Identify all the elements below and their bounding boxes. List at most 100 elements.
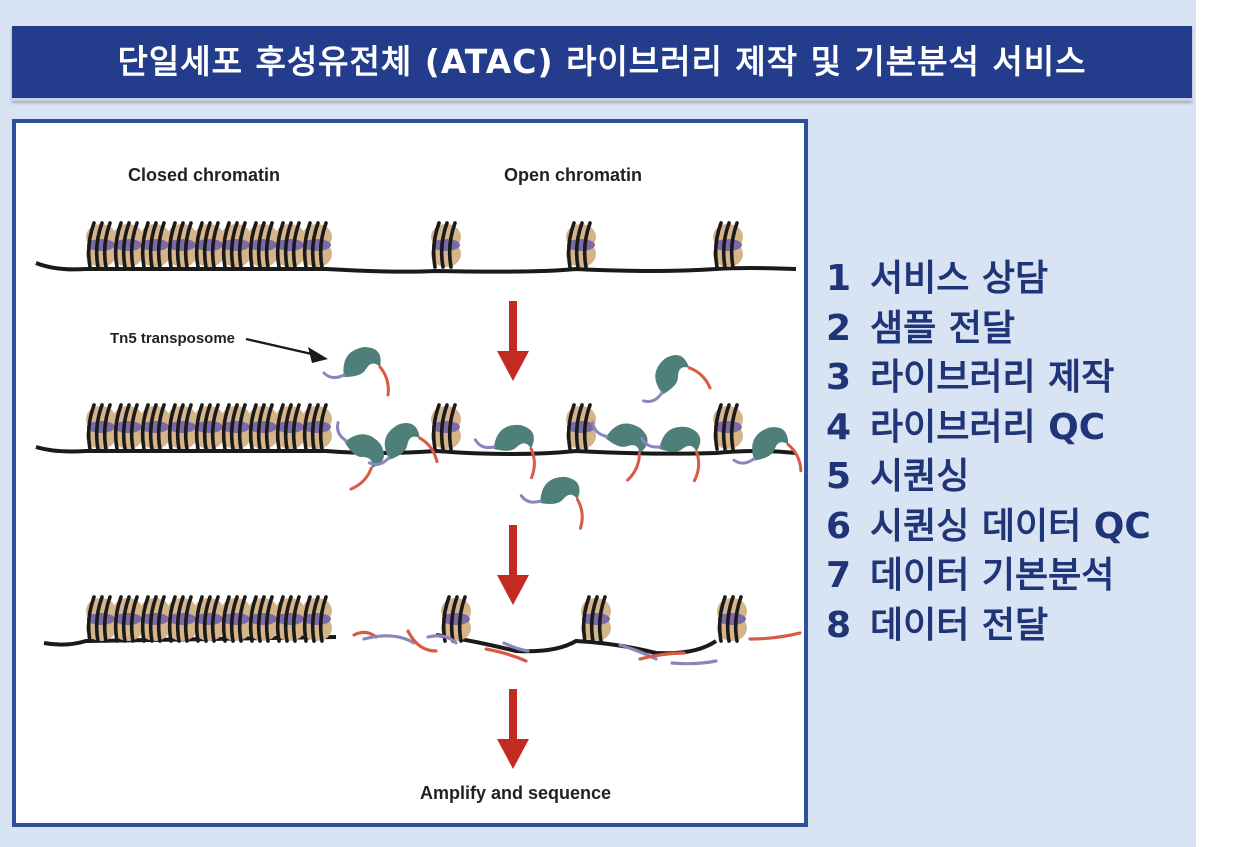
nucleosome [248,595,278,643]
dna-fragment [670,659,718,666]
step-number: 4 [826,406,852,448]
dna-wrap [717,595,727,643]
arrow-shaft [509,525,517,579]
step-number: 8 [826,604,852,646]
tn5-transposomes [322,347,803,530]
title-bar: 단일세포 후성유전체 (ATAC) 라이브러리 제작 및 기본분석 서비스 [12,26,1192,101]
dna-wrap [431,221,441,269]
dna-wrap [156,595,166,643]
dna-wrap [713,221,723,269]
histone-core [195,421,223,433]
transposase-body [659,426,701,452]
nucleosome [248,221,278,269]
nucleosome [431,403,461,451]
transposase-body [343,347,381,377]
dna-wrap [291,403,301,451]
nucleosome [86,595,116,643]
step-label: 시퀀싱 [870,456,970,497]
dna-wrap [175,221,185,269]
histone-core [249,613,277,625]
nucleosome [113,221,143,269]
nucleosome [302,221,332,269]
dna-fragment [502,641,530,653]
nucleosome [113,403,143,451]
histone-core [303,613,331,625]
histone-core [432,421,460,433]
arrow-head [497,351,529,381]
open-chromatin-label: Open chromatin [504,165,642,185]
nucleosome [140,221,170,269]
adapter-blue [519,494,543,504]
arrow-shaft [509,301,517,355]
dna-wrap [140,595,150,643]
process-arrow [497,301,529,381]
closed-chromatin-label: Closed chromatin [128,165,280,185]
adapter-blue [642,391,664,404]
histone-core [567,421,595,433]
dna-wrap [439,403,449,451]
dna-fragment [638,651,686,661]
tn5-transposome [591,420,648,482]
dna-wrap [94,221,104,269]
dna-wrap [113,221,123,269]
step-label: 시퀀싱 데이터 QC [870,505,1151,547]
adapter-red [786,443,803,473]
histone-core [114,421,142,433]
dna-wrap [237,221,247,269]
dna-wrap [248,595,258,643]
tn5-transposome [519,476,584,530]
transposase-body [655,355,690,395]
dna-wrap [94,403,104,451]
dna-fragment [426,634,458,645]
arrow-shaft [509,689,517,743]
dna-wrap [449,595,459,643]
histone-core [114,239,142,251]
dna-wrap [291,595,301,643]
dna-wrap [725,595,735,643]
service-step-item: 8 데이터 전달 [826,601,1151,651]
nucleosome [221,221,251,269]
dna-wrap [283,403,293,451]
dna-wrap [140,221,150,269]
dna-wrap [102,595,112,643]
dna-wrap [302,403,312,451]
transposase-body [540,476,580,504]
dna-wrap [237,595,247,643]
tn5-transposome [335,421,384,491]
histone-core [276,613,304,625]
process-arrow [497,689,529,769]
dna-wrap [589,595,599,643]
adapter-red [418,436,439,464]
dna-wrap [248,403,258,451]
dna-wrap [86,403,96,451]
dna-wrap [121,221,131,269]
histone-core [303,239,331,251]
dna-wrap [121,403,131,451]
histone-core [249,421,277,433]
dna-wrap [237,403,247,451]
nucleosome [140,403,170,451]
dna-wrap [94,595,104,643]
step-number: 7 [826,555,852,596]
dna-wrap [148,221,158,269]
tn5-transposome [732,427,803,473]
dna-wrap [167,403,177,451]
transposase-body [605,423,648,454]
histone-core [222,613,250,625]
step-label: 데이터 전달 [870,604,1049,646]
adapter-red [529,447,536,480]
dna-wrap [86,595,96,643]
dna-wrap [275,595,285,643]
dna-wrap [283,221,293,269]
tn5-transposome [322,347,390,397]
dna-wrap [318,221,328,269]
dna-wrap [102,403,112,451]
histone-core [141,613,169,625]
dna-wrap [283,595,293,643]
transposase-body [752,427,789,461]
histone-core [249,239,277,251]
dna-wrap [447,403,457,451]
step-label: 라이브러리 제작 [870,357,1115,398]
nucleosome [275,221,305,269]
